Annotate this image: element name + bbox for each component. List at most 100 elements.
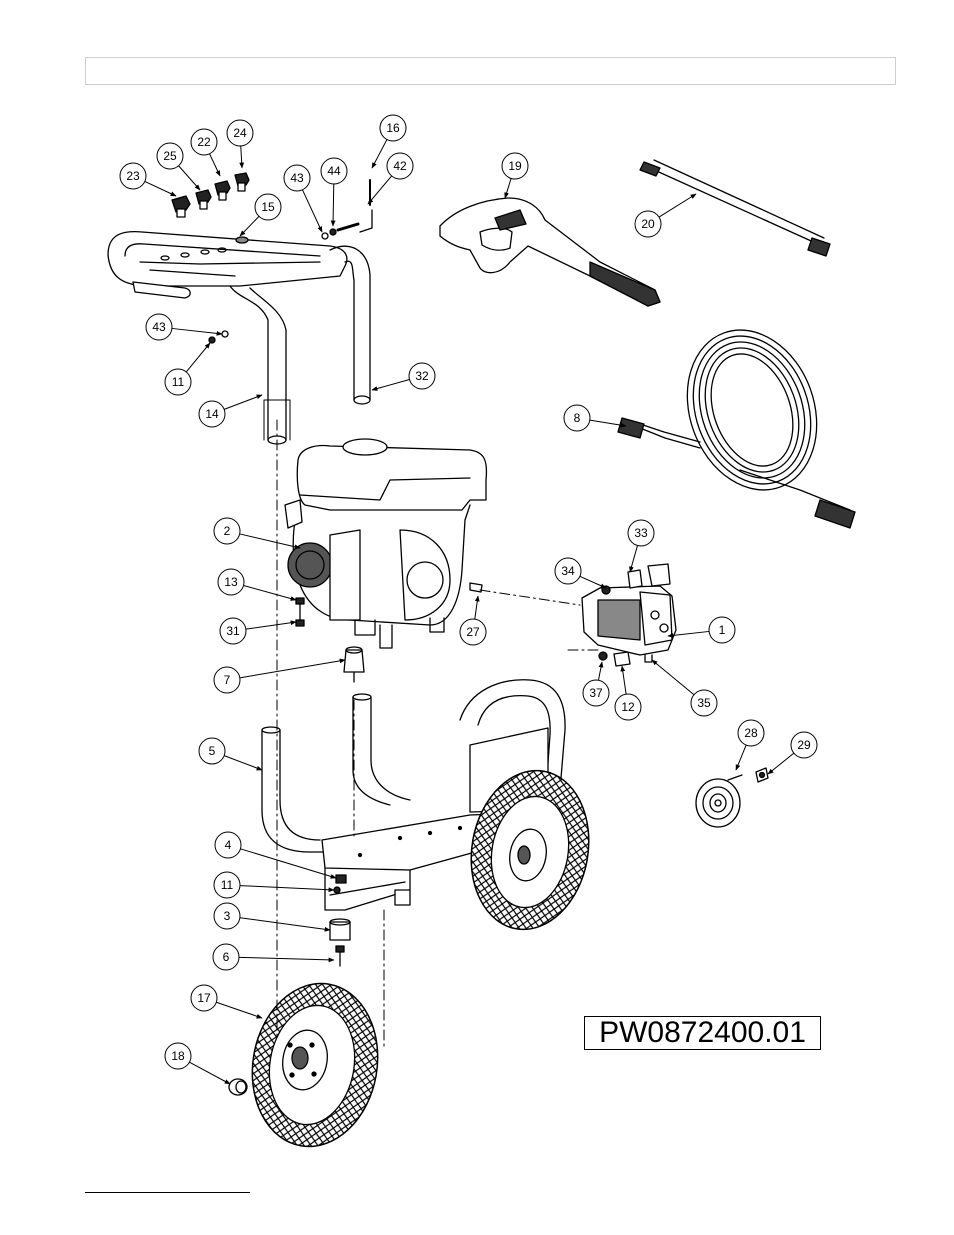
callout-leader-line (239, 957, 334, 960)
callout-leader-line (505, 178, 511, 198)
callout-label: 18 (171, 1049, 185, 1063)
callout-c15: 15 (240, 194, 281, 236)
callout-c20: 20 (635, 194, 696, 237)
callout-leader-line (372, 380, 409, 390)
callout-leader-line (240, 849, 336, 878)
callout-leader-line (240, 534, 300, 548)
model-number-box: PW0872400.01 (584, 1016, 821, 1050)
callout-leader-line (652, 660, 694, 695)
engine-bolts (296, 598, 304, 626)
callout-label: 43 (152, 320, 166, 334)
nozzle-set (172, 173, 249, 217)
lance-wand (640, 160, 830, 256)
callout-leader-line (172, 328, 222, 334)
callout-leader-line (475, 596, 478, 619)
shaft-key (470, 583, 482, 592)
callout-leader-line (244, 585, 296, 600)
callout-c28: 28 (736, 720, 764, 770)
callout-leader-line (186, 343, 210, 372)
callout-label: 25 (163, 149, 177, 163)
siphon-hose (696, 775, 742, 827)
callout-label: 24 (233, 126, 247, 140)
callout-leader-line (241, 146, 242, 168)
callout-leader-line (240, 216, 259, 236)
callout-label: 15 (261, 200, 275, 214)
callout-c1: 1 (668, 617, 735, 643)
upper-handle (108, 232, 370, 444)
siphon-fitting (756, 768, 768, 782)
wheel-cap (229, 1079, 247, 1095)
pump-fittings (599, 652, 630, 666)
callout-label: 31 (226, 624, 240, 638)
callout-leader-line (622, 666, 626, 694)
callout-label: 20 (641, 217, 655, 231)
callout-c24: 24 (227, 120, 253, 168)
callout-c43b: 43 (146, 314, 222, 340)
callout-label: 34 (561, 564, 575, 578)
wheel (240, 973, 391, 1156)
callout-c43a: 43 (284, 165, 322, 232)
callout-leader-line (246, 622, 296, 629)
callout-leader-line (368, 176, 392, 204)
callout-leader-line (210, 154, 220, 176)
callout-label: 11 (221, 878, 234, 892)
spray-gun (440, 198, 660, 306)
callout-leader-line (240, 918, 330, 930)
callout-c3: 3 (214, 903, 330, 930)
callout-c11a: 11 (165, 343, 210, 395)
callout-label: 7 (224, 673, 231, 687)
callout-c7: 7 (214, 660, 345, 693)
callout-c33: 33 (628, 520, 654, 572)
callout-leader-line (179, 166, 200, 190)
callout-label: 35 (697, 696, 711, 710)
callout-label: 22 (197, 135, 211, 149)
callout-label: 28 (744, 726, 758, 740)
callout-c18: 18 (165, 1043, 230, 1084)
callout-c19: 19 (502, 153, 528, 198)
callout-c12: 12 (615, 666, 641, 720)
callout-leader-line (240, 886, 334, 890)
callout-label: 37 (589, 686, 603, 700)
callout-label: 2 (224, 524, 231, 538)
callout-leader-line (580, 576, 606, 588)
callout-c8: 8 (564, 405, 626, 431)
callout-c4: 4 (215, 832, 336, 878)
callout-label: 5 (209, 744, 216, 758)
callout-c22: 22 (191, 129, 220, 176)
callout-label: 19 (508, 159, 522, 173)
callout-c34: 34 (555, 558, 606, 588)
engine (285, 439, 486, 648)
callout-label: 43 (290, 171, 304, 185)
callout-c27: 27 (460, 596, 486, 645)
callout-leader-line (372, 140, 387, 168)
callout-leader-line (598, 662, 602, 680)
callout-c5: 5 (199, 738, 262, 770)
callout-c37: 37 (583, 662, 609, 706)
footer-rule (85, 1192, 250, 1193)
callout-c6: 6 (213, 944, 334, 970)
callout-c35: 35 (652, 660, 717, 716)
callout-label: 4 (225, 838, 232, 852)
callout-leader-line (189, 1062, 230, 1084)
callout-label: 8 (574, 411, 581, 425)
callout-leader-line (302, 190, 322, 232)
vibration-mount (344, 647, 364, 682)
callout-c13: 13 (218, 569, 296, 600)
callout-leader-line (659, 194, 696, 217)
callout-leader-line (630, 546, 637, 572)
callout-label: 13 (224, 575, 238, 589)
callout-c42: 42 (368, 153, 413, 204)
callout-leader-line (224, 395, 262, 409)
callout-label: 27 (466, 625, 480, 639)
callout-leader-line (736, 745, 746, 770)
callout-c44: 44 (321, 158, 347, 226)
callout-label: 42 (393, 159, 407, 173)
callout-c29: 29 (768, 732, 817, 774)
callout-label: 32 (415, 369, 429, 383)
callout-c32: 32 (372, 363, 435, 390)
callout-label: 16 (386, 121, 400, 135)
callout-leader-line (333, 184, 334, 226)
callout-leader-line (224, 756, 262, 770)
callout-leader-line (240, 660, 345, 678)
callout-label: 6 (223, 950, 230, 964)
